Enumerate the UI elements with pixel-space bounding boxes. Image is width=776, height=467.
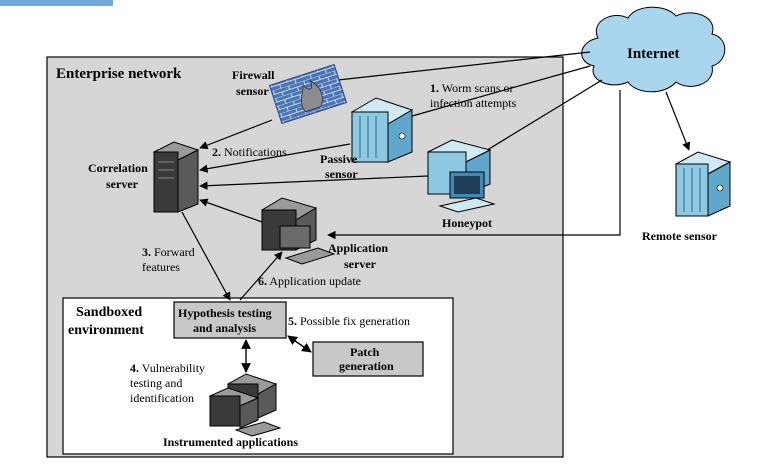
passive-sensor-label-line2: sensor: [325, 167, 358, 181]
internet-to-honeypot: [483, 79, 603, 153]
remote-sensor-label: Remote sensor: [642, 229, 718, 243]
hypothesis-patch-arrow: [287, 335, 312, 353]
step-2: 2. Notifications: [212, 145, 287, 159]
step-4-line2: testing and: [130, 376, 182, 390]
correlation-server-label-line1: Correlation: [88, 161, 148, 175]
internet-to-app-server: [327, 90, 621, 240]
patch-label-line2: generation: [339, 359, 394, 373]
honeypot-label: Honeypot: [442, 216, 492, 230]
honeypot-to-correlation-arrow: [199, 175, 429, 190]
step-1-line2: infection attempts: [430, 96, 517, 110]
patch-label-line1: Patch: [350, 345, 380, 359]
hypothesis-label-line1: Hypothesis testing: [178, 306, 272, 320]
instrumented-applications-icon: [208, 373, 282, 437]
app-server-to-correlation-arrow: [199, 198, 263, 223]
firewall-label-line2: sensor: [236, 84, 269, 98]
internet-to-firewall: [337, 51, 591, 81]
step-3-line2: features: [142, 260, 180, 274]
instrumented-label: Instrumented applications: [163, 435, 298, 449]
step-1-line1: 1. Worm scans or: [430, 81, 513, 95]
firewall-sensor-icon: [268, 63, 348, 125]
step-4-line3: identification: [130, 391, 194, 405]
application-server-icon: [260, 197, 336, 265]
application-server-label-line2: server: [344, 257, 377, 271]
step-4-line1: 4. Vulnerability: [130, 361, 205, 375]
firewall-to-correlation-arrow: [199, 119, 273, 150]
patch-generation-box: [312, 341, 424, 377]
honeypot-icon: [426, 139, 496, 213]
correlation-server-icon: [152, 141, 200, 213]
internet-cloud-icon: [581, 6, 726, 93]
hypothesis-to-app-server-arrow: [239, 251, 283, 301]
internet-to-passive: [404, 65, 591, 119]
corner-tab: [0, 0, 113, 6]
passive-sensor-label-line1: Passive: [320, 152, 358, 166]
firewall-label-line1: Firewall: [232, 68, 275, 82]
correlation-to-hypothesis-arrow: [181, 211, 231, 301]
correlation-server-label-line2: server: [106, 177, 139, 191]
internet-label: Internet: [627, 46, 680, 62]
internet-to-remote: [665, 91, 691, 151]
enterprise-network-label: Enterprise network: [56, 66, 182, 82]
sandbox-label-line2: environment: [68, 323, 144, 338]
hypothesis-label-line2: and analysis: [193, 321, 256, 335]
step-5: 5. Possible fix generation: [288, 314, 410, 328]
hypothesis-box: [173, 301, 287, 339]
sandbox-label-line1: Sandboxed: [76, 305, 142, 320]
passive-sensor-icon: [350, 97, 414, 163]
step-3-line1: 3. Forward: [142, 245, 195, 259]
remote-sensor-icon: [674, 151, 732, 217]
application-server-label-line1: Application: [328, 241, 388, 255]
passive-to-correlation-arrow: [199, 143, 351, 173]
step-6: 6. Application update: [258, 274, 361, 288]
